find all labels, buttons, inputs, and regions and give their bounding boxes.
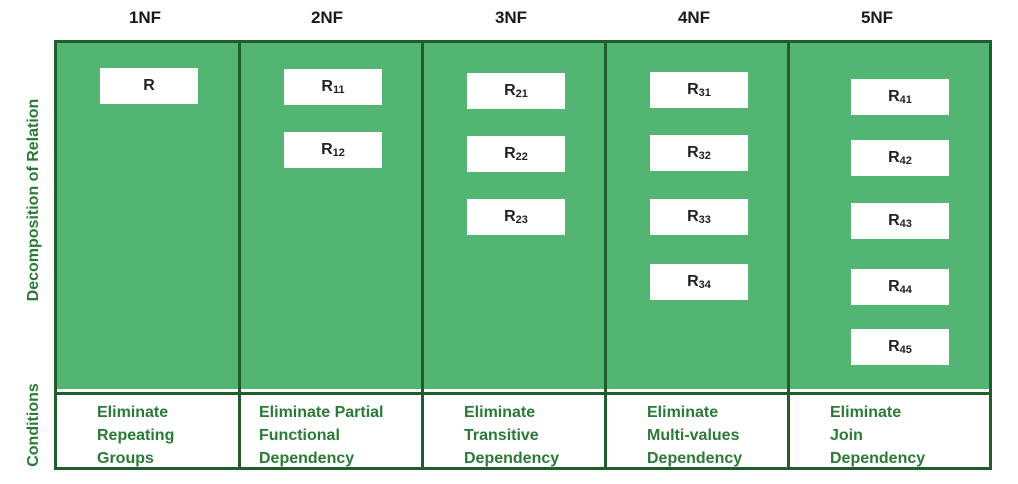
relation-base: R: [687, 144, 699, 161]
condition-text: Eliminate Multi-values Dependency: [607, 392, 787, 467]
relation-base: R: [888, 149, 900, 166]
side-label-decomposition: Decomposition of Relation: [25, 98, 42, 302]
condition-text: Eliminate Repeating Groups: [57, 392, 238, 467]
condition-line: Dependency: [464, 450, 560, 467]
condition-line: Eliminate: [464, 404, 536, 421]
column-header-3nf: 3NF: [494, 8, 528, 27]
condition-line: Multi-values: [647, 427, 740, 444]
condition-line: Join: [830, 427, 863, 444]
condition-text: Eliminate Join Dependency: [790, 392, 989, 467]
relation-subscript: 45: [899, 344, 912, 356]
condition-line: Repeating: [97, 427, 175, 444]
relation-subscript: 43: [899, 218, 912, 230]
relation-base: R: [687, 81, 699, 98]
column-header-2nf: 2NF: [310, 8, 344, 27]
relation-subscript: 33: [698, 214, 711, 226]
column-header-1nf: 1NF: [128, 8, 162, 27]
condition-line: Dependency: [647, 450, 743, 467]
condition-line: Eliminate: [647, 404, 719, 421]
relation-base: R: [687, 273, 699, 290]
relation-base: R: [504, 208, 516, 225]
relation-base: R: [687, 208, 699, 225]
relation-subscript: 31: [698, 87, 711, 99]
relation-base: R: [888, 88, 900, 105]
condition-line: Dependency: [830, 450, 926, 467]
condition-text: Eliminate Transitive Dependency: [424, 392, 604, 467]
relation-subscript: 42: [899, 155, 912, 167]
decomposition-area: R: [57, 43, 238, 389]
condition-line: Eliminate Partial: [259, 404, 384, 421]
relation-subscript: 44: [899, 284, 912, 296]
column-header-5nf: 5NF: [860, 8, 894, 27]
condition-line: Transitive: [464, 427, 539, 444]
relation-base: R: [143, 77, 155, 94]
relation-subscript: 11: [332, 84, 345, 96]
relation-subscript: 41: [899, 94, 912, 106]
condition-line: Eliminate: [830, 404, 902, 421]
relation-subscript: 32: [698, 150, 711, 162]
condition-line: Eliminate: [97, 404, 169, 421]
relation-base: R: [504, 145, 516, 162]
condition-line: Dependency: [259, 450, 355, 467]
relation-base: R: [888, 338, 900, 355]
relation-base: R: [888, 212, 900, 229]
column-header-4nf: 4NF: [677, 8, 711, 27]
condition-line: Functional: [259, 427, 340, 444]
relation-subscript: 34: [698, 279, 711, 291]
relation-base: R: [321, 141, 333, 158]
relation-base: R: [888, 278, 900, 295]
condition-text: Eliminate Partial Functional Dependency: [241, 392, 421, 467]
relation-base: R: [504, 82, 516, 99]
relation-subscript: 23: [515, 214, 528, 226]
relation-subscript: 12: [332, 147, 345, 159]
column-1nf: R Eliminate Repeating Groups: [57, 43, 241, 467]
side-label-conditions: Conditions: [25, 383, 42, 467]
condition-line: Groups: [97, 450, 154, 467]
relation-base: R: [321, 78, 333, 95]
relation-subscript: 21: [515, 88, 528, 100]
relation-subscript: 22: [515, 151, 528, 163]
relation-box: R: [100, 68, 198, 104]
